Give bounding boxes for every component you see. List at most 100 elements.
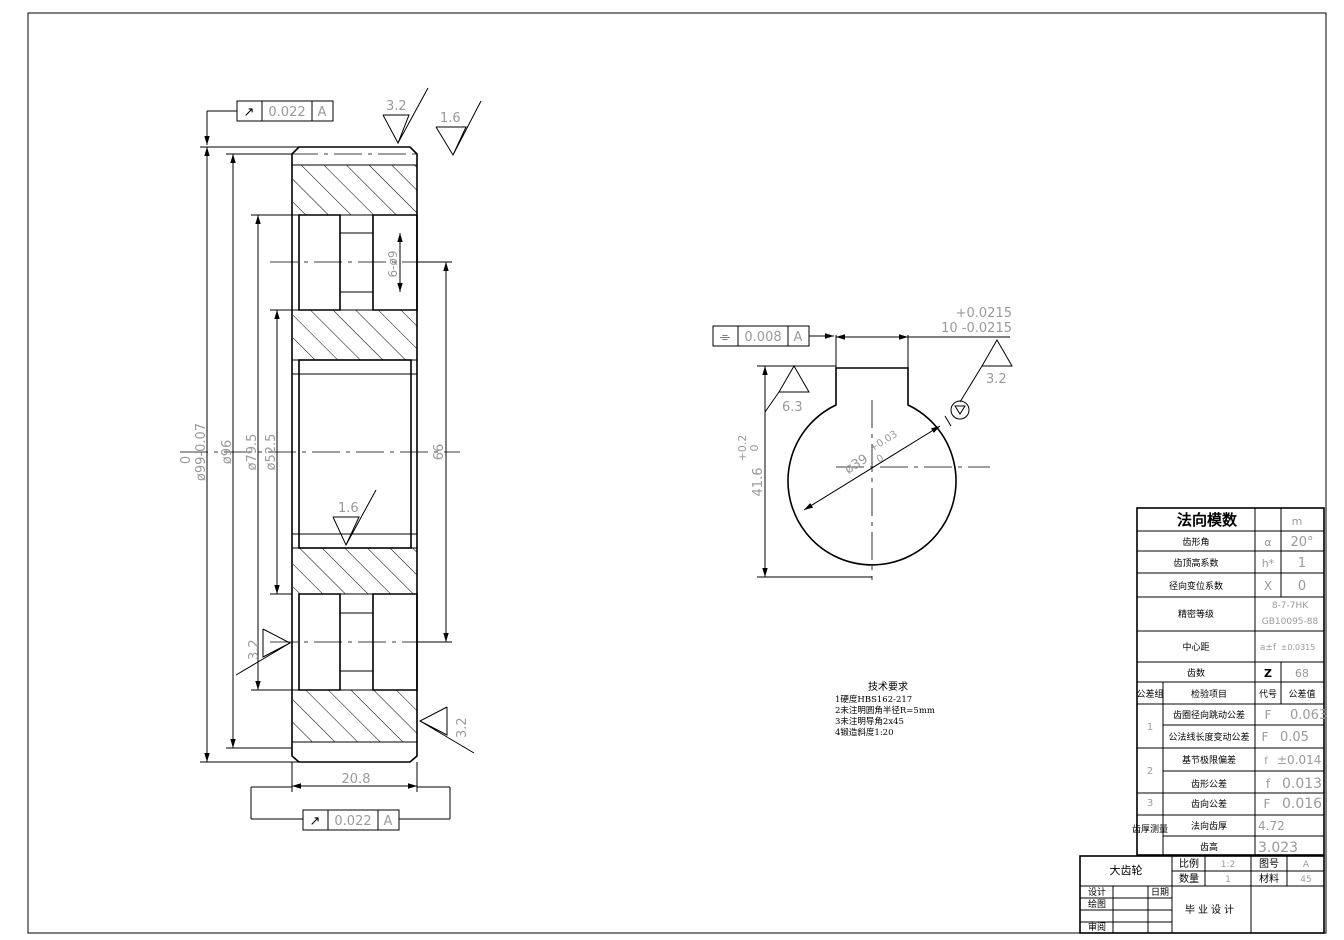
section-roughness-right: 3.2	[986, 372, 1007, 387]
drawing-no-value: A	[1303, 860, 1310, 870]
bore-tol-upper: +0.03	[868, 429, 900, 455]
dim-od-upper: 0	[179, 456, 194, 464]
roughness-right: 3.2	[455, 717, 470, 738]
roughness-mid: 1.6	[338, 501, 359, 516]
param-label: 齿顶高系数	[1173, 557, 1218, 569]
tol-code: F	[1265, 708, 1272, 722]
roughness-icon	[959, 338, 1013, 403]
tech-req-line: 4锻造斜度1:20	[835, 727, 894, 738]
tol-group: 2	[1147, 766, 1153, 777]
tol-group: 齿厚测量	[1132, 824, 1168, 835]
tol-label: 齿高	[1200, 841, 1218, 853]
section-roughness-left: 6.3	[782, 400, 803, 415]
param-code: X	[1264, 579, 1272, 593]
param-value-2: GB10095-88	[1262, 617, 1319, 627]
tol-value: 0.063	[1290, 708, 1327, 723]
roughness-icon	[764, 364, 810, 413]
tol-label: 齿圈径向跳动公差	[1173, 709, 1245, 721]
tol-label: 基节极限偏差	[1182, 754, 1236, 766]
roughness-icon	[332, 489, 377, 547]
scale-label: 比例	[1179, 857, 1199, 870]
dim-holes: 6-ø9	[386, 251, 400, 278]
param-label: 齿数	[1187, 667, 1205, 679]
param-label: 齿形角	[1182, 536, 1209, 548]
symmetry-datum: A	[794, 330, 803, 345]
hatch-lower-web	[293, 548, 417, 594]
tech-req-line: 1硬度HBS162-217	[835, 694, 912, 705]
group-header-item: 检验项目	[1191, 688, 1227, 700]
hatch-upper-web	[293, 310, 417, 360]
param-label: 精密等级	[1178, 608, 1214, 620]
param-code: Z	[1264, 667, 1272, 680]
sheet-border	[27, 12, 1327, 934]
bore-tol-lower: 0	[875, 453, 886, 466]
material-label: 材料	[1259, 872, 1279, 885]
keyway-tol-upper: +0.0215	[956, 306, 1012, 321]
roughness-top-a: 3.2	[386, 99, 407, 114]
tol-group: 1	[1147, 722, 1153, 733]
part-name: 大齿轮	[1110, 863, 1143, 877]
symmetry-value: 0.008	[744, 330, 781, 345]
qty-label: 数量	[1179, 872, 1199, 885]
param-value: ±0.0315	[1281, 643, 1316, 652]
scale-value: 1:2	[1221, 860, 1235, 870]
bore-section-view: ø39 +0.03 0 +0.0215 10 -0.0215 ⌯ 0.008 A…	[712, 306, 1013, 580]
tol-label: 齿向公差	[1191, 798, 1227, 810]
lay-symbol-icon	[950, 400, 970, 420]
param-value: 68	[1295, 667, 1309, 680]
tol-label: 公法线长度变动公差	[1168, 731, 1249, 743]
bore-dim: ø39	[842, 452, 871, 478]
runout-bottom-value: 0.022	[334, 814, 371, 829]
dim-79-5: ø79.5	[245, 434, 260, 471]
tol-value: 3.023	[1258, 840, 1298, 856]
tol-code: F	[1264, 797, 1271, 811]
roughness-icon	[382, 87, 429, 145]
tol-label: 齿形公差	[1191, 778, 1227, 790]
param-value: 0	[1298, 579, 1306, 594]
roughness-icon	[418, 706, 475, 754]
depth-tol-upper: +0.2	[736, 435, 749, 462]
hatch-upper-rim	[293, 165, 417, 215]
tol-code: f	[1264, 756, 1268, 767]
dim-52-5: ø52.5	[264, 434, 279, 471]
group-header: 公差组	[1136, 688, 1163, 700]
runout-top-value: 0.022	[268, 105, 305, 120]
tol-value: ±0.014	[1277, 753, 1321, 767]
tol-code: f	[1266, 777, 1271, 791]
roughness-top-b: 1.6	[440, 111, 461, 126]
runout-top-datum: A	[318, 105, 327, 120]
tol-group: 3	[1147, 798, 1153, 809]
roughness-icon	[235, 628, 292, 676]
tol-value: 4.72	[1258, 819, 1285, 833]
tol-code: F	[1262, 730, 1269, 744]
draw-label: 绘图	[1088, 898, 1106, 910]
tech-req-line: 3未注明导角2x45	[835, 716, 904, 727]
gear-parameter-table: 法向模数 m 齿形角 α 20° 齿顶高系数 h* 1 径向变位系数 X 0 精…	[1132, 507, 1327, 856]
param-value: 20°	[1290, 535, 1313, 550]
tech-requirements: 技术要求 1硬度HBS162-217 2未注明圆角半径R=5mm 3未注明导角2…	[835, 680, 935, 738]
keyway-tol-lower: 10 -0.0215	[941, 321, 1012, 336]
drawing-no-label: 图号	[1259, 858, 1279, 870]
hatch-lower-rim	[293, 690, 417, 742]
design-label: 设计	[1088, 886, 1106, 898]
group-header-code: 代号	[1259, 689, 1277, 700]
dim-66: 66	[432, 444, 447, 461]
tech-req-line: 2未注明圆角半径R=5mm	[835, 705, 935, 716]
qty-value: 1	[1225, 875, 1231, 885]
arrow-icon-bottom: ↗	[310, 814, 321, 829]
tol-value: 0.016	[1282, 796, 1322, 812]
arrow-icon: ↗	[244, 105, 255, 120]
param-value: 8-7-7HK	[1272, 601, 1309, 611]
symmetry-icon: ⌯	[720, 330, 731, 345]
param-header-label: 法向模数	[1177, 511, 1238, 529]
dim-96: ø96	[220, 440, 235, 465]
dim-width: 20.8	[342, 772, 371, 787]
roughness-left: 3.2	[247, 639, 262, 660]
roughness-icon	[435, 100, 482, 157]
tol-value: 0.05	[1280, 730, 1309, 745]
material-value: 45	[1300, 875, 1311, 885]
gear-section-view: 0 ø99-0.07 ø96 ø79.5 ø52.5 66 6-ø9 20.8 …	[179, 87, 482, 831]
depth-tol-lower: 0	[748, 445, 761, 452]
depth-dim: 41.6	[751, 468, 766, 497]
